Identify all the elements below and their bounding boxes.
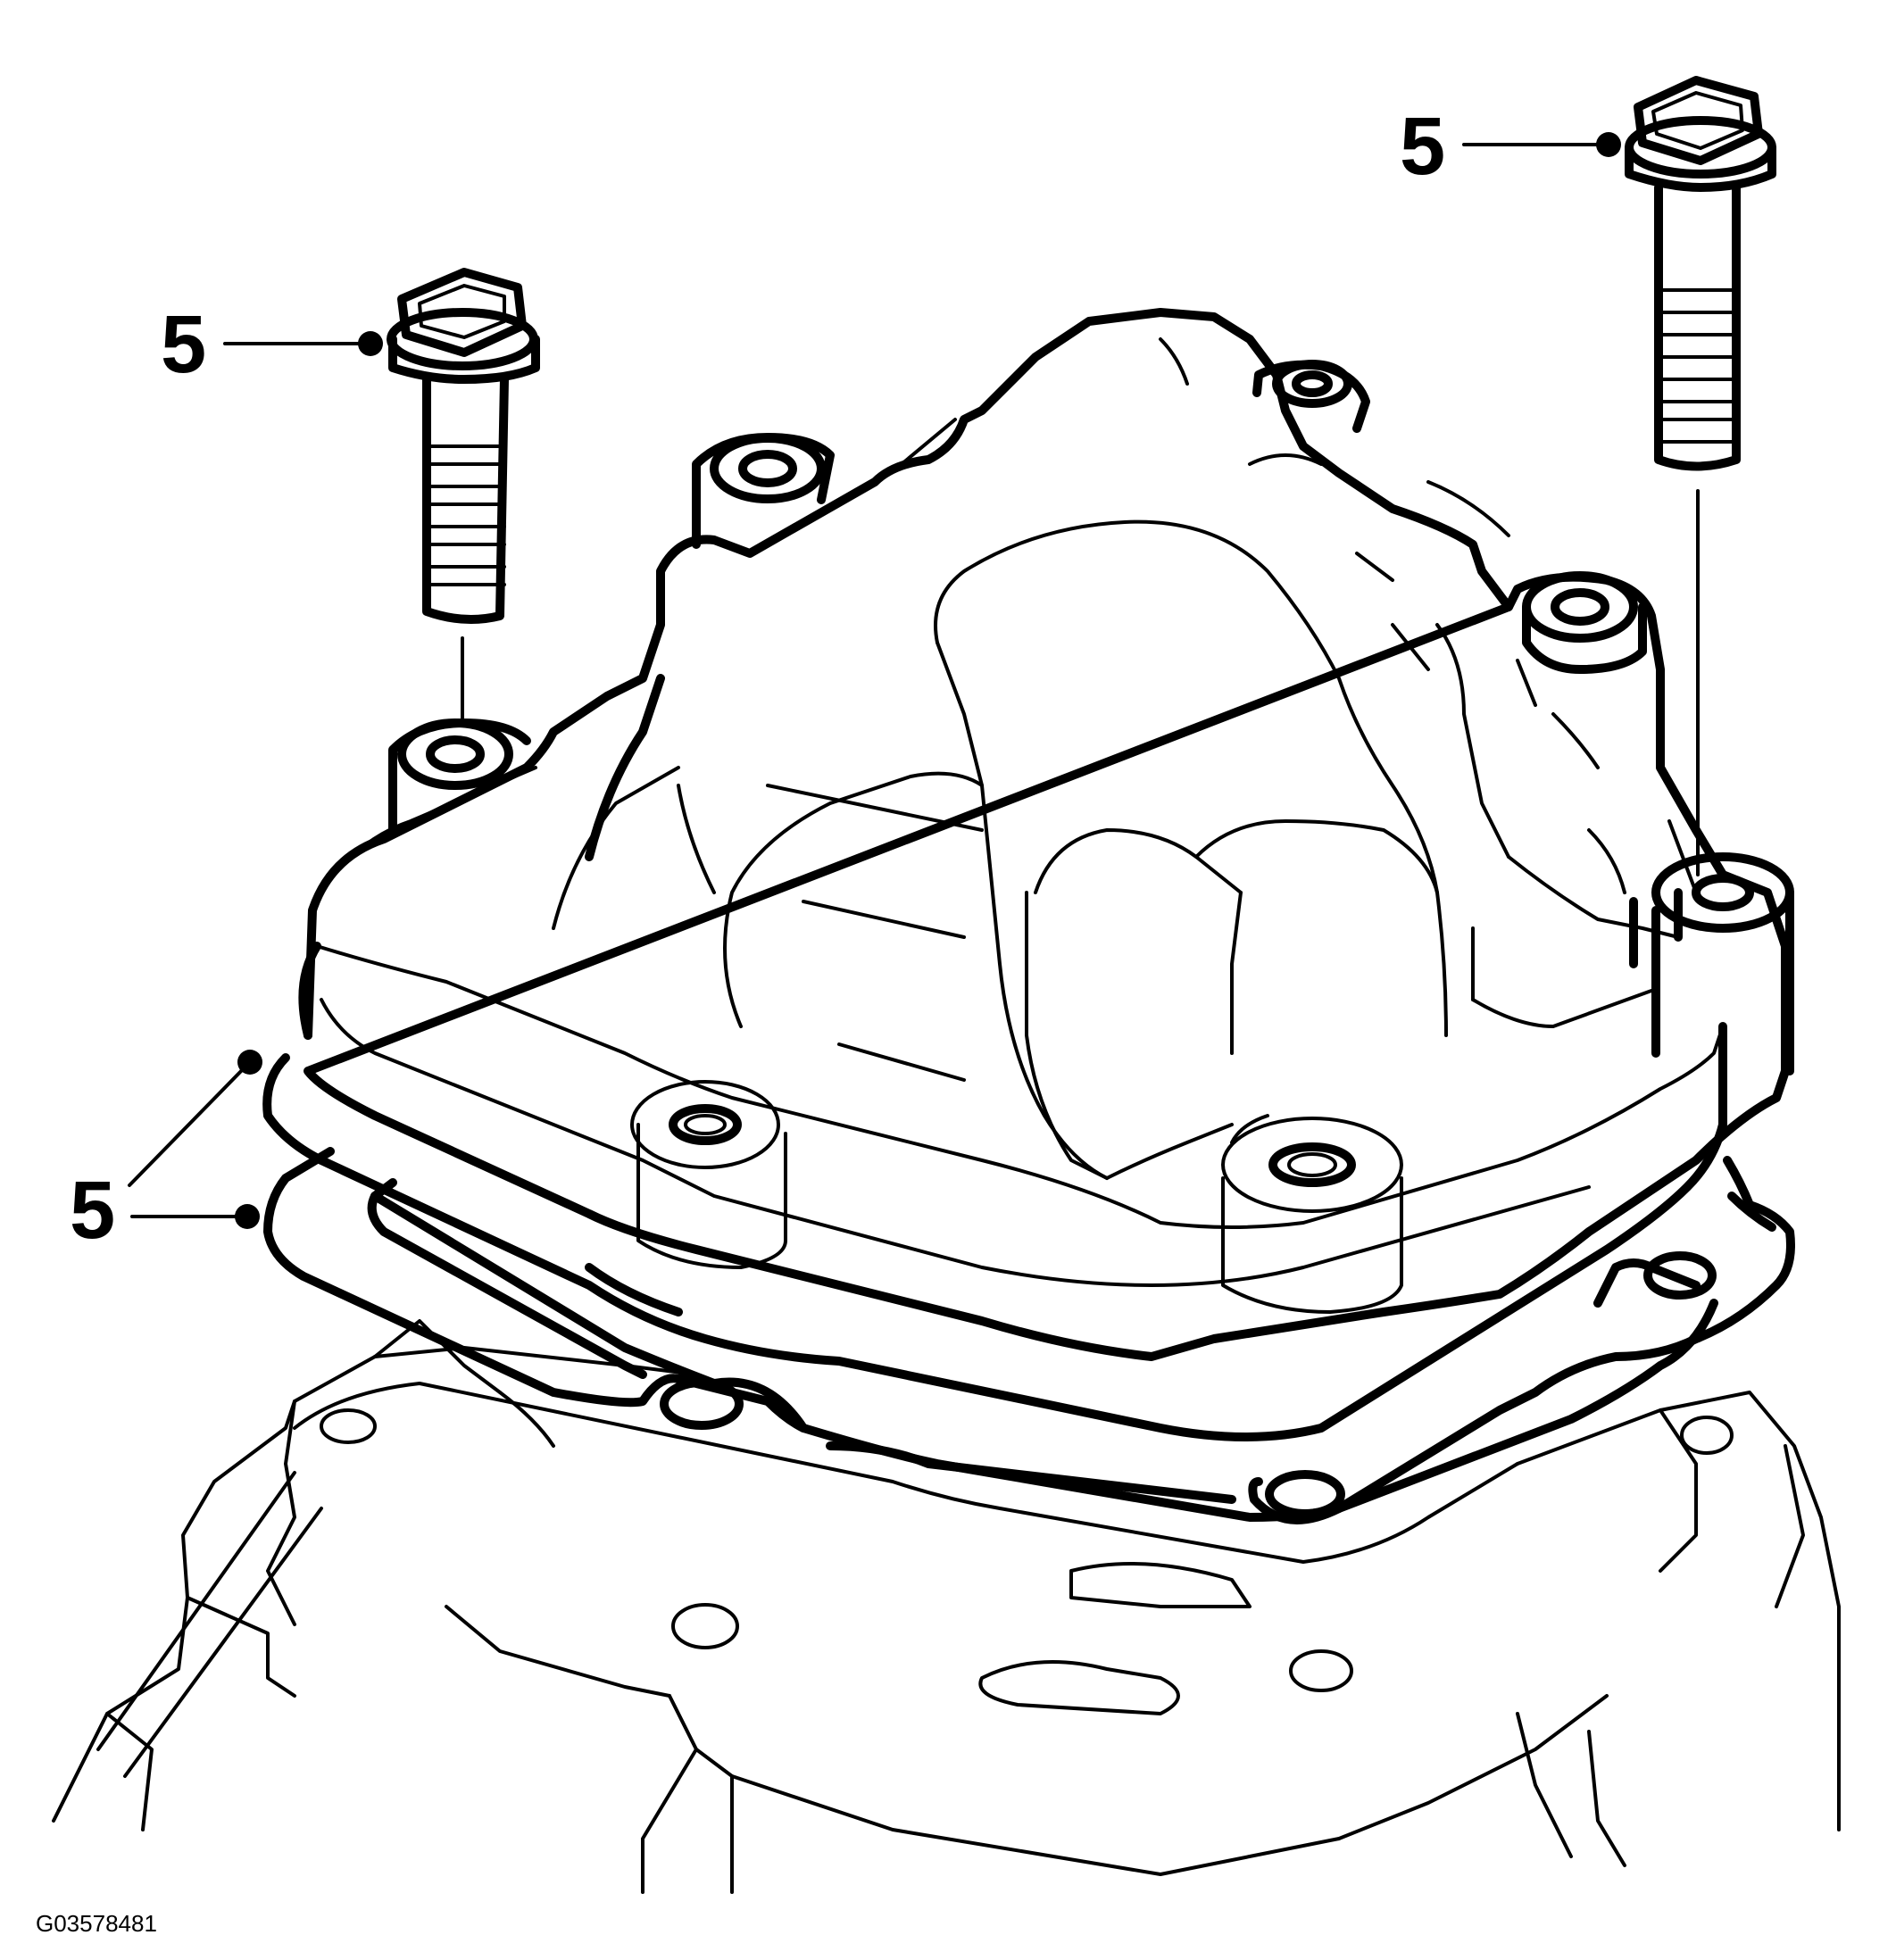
callout-label-left-bolt: 5 (161, 299, 207, 390)
callout-leaders (128, 143, 1604, 1218)
callout-dots (235, 132, 1621, 1229)
callout-label-right-bolt: 5 (1400, 101, 1446, 192)
selector-cover (298, 308, 1790, 1361)
right-bolt (1625, 76, 1776, 876)
lower-gasket (263, 1147, 1795, 1524)
front-bosses (630, 1080, 1403, 1314)
transmission-case (52, 1319, 1841, 1894)
bolt-bosses (388, 360, 1794, 1076)
upper-gasket (262, 1022, 1727, 1441)
callout-label-gaskets: 5 (70, 1165, 116, 1256)
selector-cover-detail (315, 337, 1725, 1287)
left-bolt (387, 268, 540, 725)
figure-id: G03578481 (36, 1910, 157, 1937)
